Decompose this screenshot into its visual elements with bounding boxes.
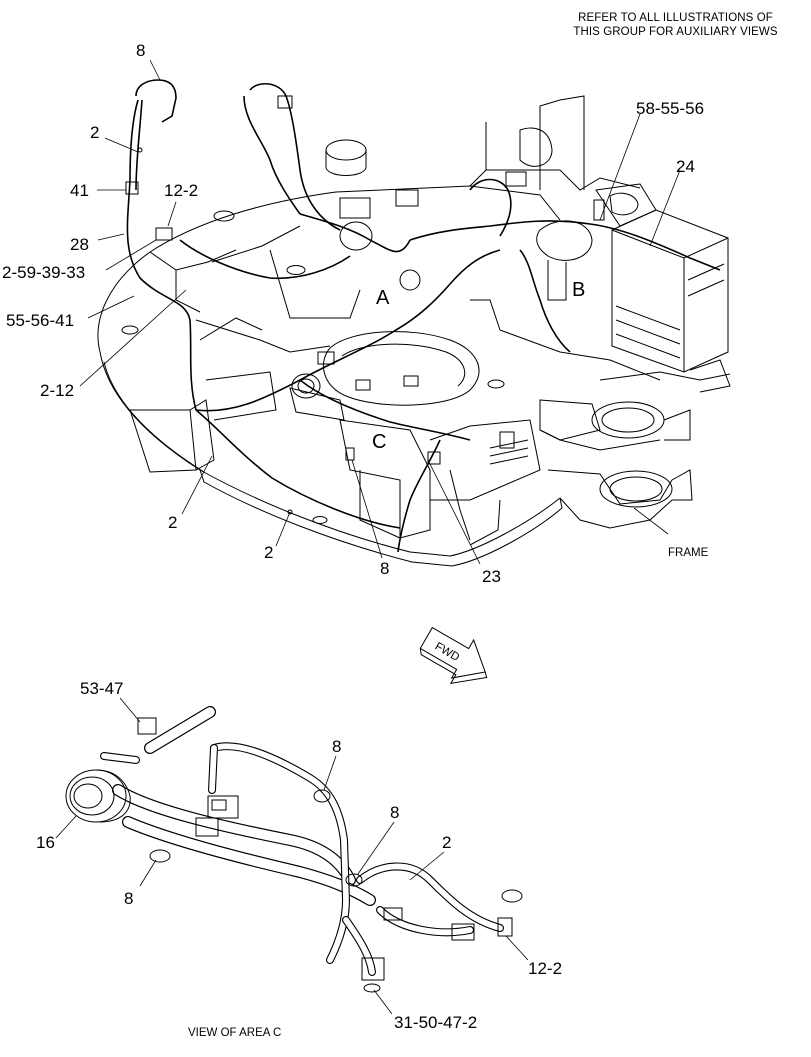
detail-callout-16: 16 — [36, 833, 55, 852]
detail-callout-2: 2 — [442, 833, 451, 852]
callout-2-bottom: 2 — [264, 543, 273, 562]
upper-leader-lines — [79, 59, 681, 565]
callout-24: 24 — [676, 157, 695, 176]
detail-callout-8-c: 8 — [124, 889, 133, 908]
callout-23: 23 — [482, 567, 501, 586]
detail-callout-12-2: 12-2 — [528, 959, 562, 978]
callout-2-12: 2-12 — [40, 381, 74, 400]
forward-arrow: FWD — [419, 626, 488, 685]
detail-callouts: 53-47 8 8 2 16 8 12-2 31-50-47-2 VIEW OF… — [36, 679, 562, 1039]
callout-55-56-41: 55-56-41 — [6, 311, 74, 330]
detail-callout-53-47: 53-47 — [80, 679, 123, 698]
callout-frame: FRAME — [668, 547, 709, 559]
detail-callout-8-a: 8 — [332, 737, 341, 756]
detail-callout-31-50-47-2: 31-50-47-2 — [394, 1013, 477, 1032]
callout-12-2: 12-2 — [164, 181, 198, 200]
callout-2-top: 2 — [90, 123, 99, 142]
callout-8-mid: 8 — [380, 559, 389, 578]
detail-drawing — [65, 706, 523, 993]
area-label-c: C — [372, 431, 386, 453]
callout-2-left: 2 — [168, 513, 177, 532]
callout-58-55-56: 58-55-56 — [636, 99, 704, 118]
upper-callouts: 8 2 41 28 12-2 2-59-39-33 55-56-41 2-12 … — [2, 41, 709, 586]
area-label-b: B — [572, 279, 585, 301]
header-note-line-2: THIS GROUP FOR AUXILIARY VIEWS — [573, 26, 778, 38]
header-note: REFER TO ALL ILLUSTRATIONS OF THIS GROUP… — [548, 11, 803, 39]
header-note-line-1: REFER TO ALL ILLUSTRATIONS OF — [578, 12, 773, 24]
area-label-a: A — [376, 287, 390, 309]
detail-callout-8-b: 8 — [390, 803, 399, 822]
callout-28: 28 — [70, 235, 89, 254]
detail-caption: VIEW OF AREA C — [188, 1027, 281, 1039]
callout-41: 41 — [70, 181, 89, 200]
callout-2-59-39-33: 2-59-39-33 — [2, 263, 85, 282]
fwd-label: FWD — [433, 641, 462, 664]
callout-8-top: 8 — [136, 41, 145, 60]
detail-leader-lines — [55, 697, 529, 1015]
